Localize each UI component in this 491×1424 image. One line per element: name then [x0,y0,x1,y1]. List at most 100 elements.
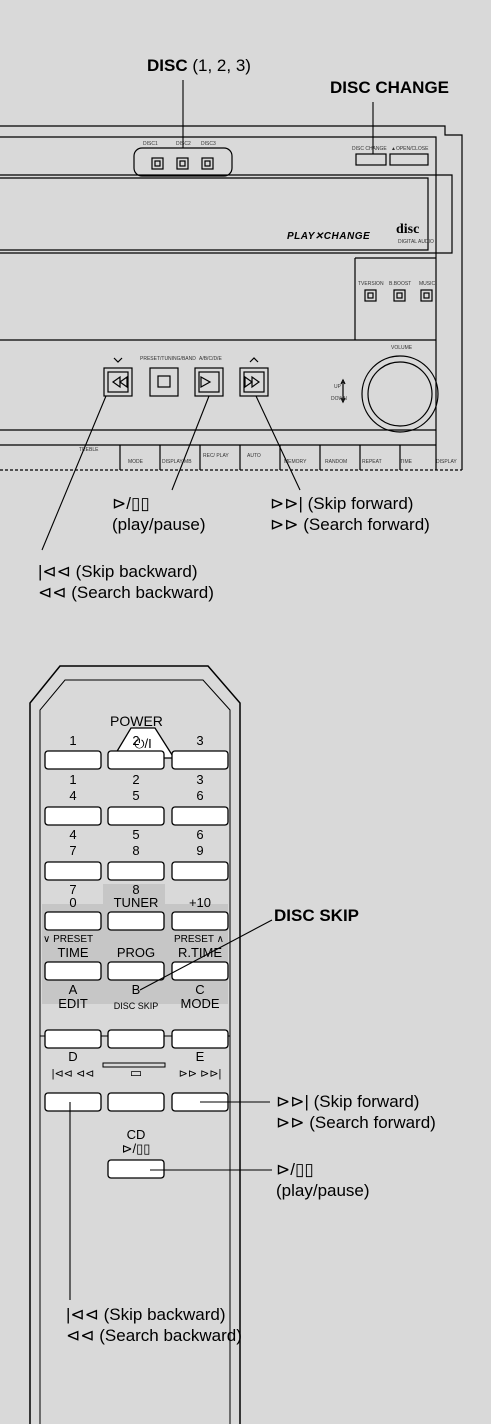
remote-search-forward: ⊳⊳ (Search forward) [276,1113,436,1133]
key-label-b: B [131,982,141,997]
preset-down-label: ∨ PRESET [43,934,94,945]
key-label-tuner: TUNER [113,895,159,910]
remote-leader-lines [69,919,273,1300]
letter-label-1: 1 [69,772,77,787]
disc-change-small-label: DISC CHANGE [352,146,387,152]
bottom-row-label-6: REPEAT [362,459,382,465]
key-label-mode: MODE [180,996,220,1011]
key-label-1: 1 [69,733,77,748]
preset-up-label: PRESET ∧ [174,934,224,945]
playxchange-logo: PLAY✕CHANGE [287,231,371,242]
letter-label-3: 3 [196,772,204,787]
unit-skip-backward: |⊲⊲ (Skip backward) [38,562,198,582]
unit-search-forward-text: (Search forward) [303,515,430,534]
abcde-label: A/B/C/D/E [199,356,222,362]
letter-label-2: 2 [132,772,140,787]
disc-callout-numbers: (1, 2, 3) [192,56,251,75]
disc3-label: DISC3 [201,141,216,147]
power-icon[interactable]: ⏻/I [134,736,152,751]
unit-play-pause-symbol: ⊳/▯▯ [112,494,150,513]
bottom-row-label-1: DISPLAY MB [162,459,192,465]
unit-play-pause-text: (play/pause) [112,515,206,534]
unit-search-backward: ⊲⊲ (Search backward) [38,583,214,603]
skip-fwd-icon: ⊳⊳ ⊳⊳| [178,1068,222,1080]
key-label-9: 9 [196,843,204,858]
remote-search-backward-text: (Search backward) [99,1326,242,1345]
key-label-8: 8 [132,843,140,858]
open-close-label: ▲OPEN/CLOSE [391,146,429,152]
key-label-e: E [195,1049,205,1064]
key-label-disc-skip: DISC SKIP [113,1001,159,1011]
volume-label: VOLUME [391,345,413,351]
skip-backward-icon: |⊲⊲ [38,562,71,581]
compact-disc-logo: disc [396,222,420,237]
disc-change-callout: DISC CHANGE [330,78,450,97]
bottom-row-label-5: RANDOM [325,459,348,465]
digital-audio-label: DIGITAL AUDIO [398,239,434,245]
disc-callout-title: DISC [147,56,188,75]
cd-label: CD [126,1127,146,1142]
disc-callout: DISC (1, 2, 3) [147,56,251,76]
cd-play-pause-label: ⊳/▯▯ [121,1141,151,1156]
remote-skip-backward: |⊲⊲ (Skip backward) [66,1305,226,1325]
unit-skip-forward-text: (Skip forward) [307,494,414,513]
key-label-rtime: R.TIME [177,945,223,960]
bboost-label: B.BOOST [389,281,412,287]
bottom-row-label-4: MEMORY [284,459,307,465]
up-label: UP [334,384,341,390]
letter-label-7: 7 [69,882,77,897]
unit-skip-forward: ⊳⊳| (Skip forward) [270,494,413,514]
key-label-0: 0 [69,895,77,910]
key-label-c: C [195,982,205,997]
skip-forward-icon: ⊳⊳| [270,494,303,513]
cd-unit-front-panel [0,125,463,471]
key-label-7: 7 [69,843,77,858]
preset-tuning-band-label: PRESET/TUNING/BAND [140,356,196,362]
remote-skip-forward: ⊳⊳| (Skip forward) [276,1092,419,1112]
remote-buttons [44,727,229,1179]
remote-search-forward-text: (Search forward) [309,1113,436,1132]
remote-skip-backward-icon: |⊲⊲ [66,1305,99,1324]
remote-power-label: POWER [110,713,163,729]
disc2-label: DISC2 [176,141,191,147]
disc-skip-callout: DISC SKIP [274,906,360,925]
bottom-row-label-2: REC/ PLAY [203,453,229,459]
key-label-time: TIME [57,945,89,960]
down-label: DOWN [331,396,347,402]
bottom-row-label-8: DISPLAY [436,459,457,465]
letter-label-4: 4 [69,827,77,842]
letter-label-5: 5 [132,827,140,842]
remote-search-forward-icon: ⊳⊳ [276,1113,305,1132]
remote-skip-backward-text: (Skip backward) [103,1305,226,1324]
key-label-edit: EDIT [58,996,88,1011]
remote-skip-forward-text: (Skip forward) [313,1092,420,1111]
stop-icon: ▭ [129,1065,143,1080]
bottom-row-label-0: MODE [128,459,143,465]
key-label-6: 6 [196,788,204,803]
key-label-a: A [68,982,78,997]
remote-disc-skip-panel [103,884,165,912]
music-label: MUSIC [419,281,436,287]
unit-skip-backward-text: (Skip backward) [75,562,198,581]
key-label-plus10: +10 [188,895,212,910]
remote-search-backward-icon: ⊲⊲ [66,1326,95,1345]
key-label-d: D [68,1049,78,1064]
key-label-4: 4 [69,788,77,803]
skip-back-icon: |⊲⊲ ⊲⊲ [51,1068,95,1080]
key-label-5: 5 [132,788,140,803]
bottom-row-label-3: AUTO [247,453,261,459]
unit-search-backward-text: (Search backward) [71,583,214,602]
remote-search-backward: ⊲⊲ (Search backward) [66,1326,242,1346]
letter-label-6: 6 [196,827,204,842]
disc1-label: DISC1 [143,141,158,147]
remote-play-pause-text: (play/pause) [276,1181,370,1200]
key-label-2: 2 [132,733,140,748]
unit-leader-lines [41,80,374,551]
tversion-label: TVERSION [358,281,384,287]
key-label-3: 3 [196,733,204,748]
letter-label-8: 8 [132,882,140,897]
unit-search-forward: ⊳⊳ (Search forward) [270,515,430,535]
search-forward-icon: ⊳⊳ [270,515,299,534]
